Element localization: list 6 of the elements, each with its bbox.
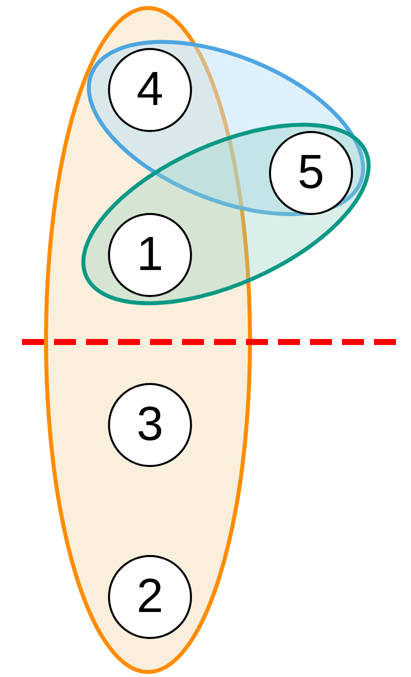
node-number: 2 [136, 573, 164, 621]
node-number: 1 [136, 231, 164, 279]
node-number: 4 [136, 66, 164, 114]
number-circle [269, 131, 353, 215]
node-number: 3 [136, 401, 164, 449]
node-number: 5 [298, 149, 324, 197]
